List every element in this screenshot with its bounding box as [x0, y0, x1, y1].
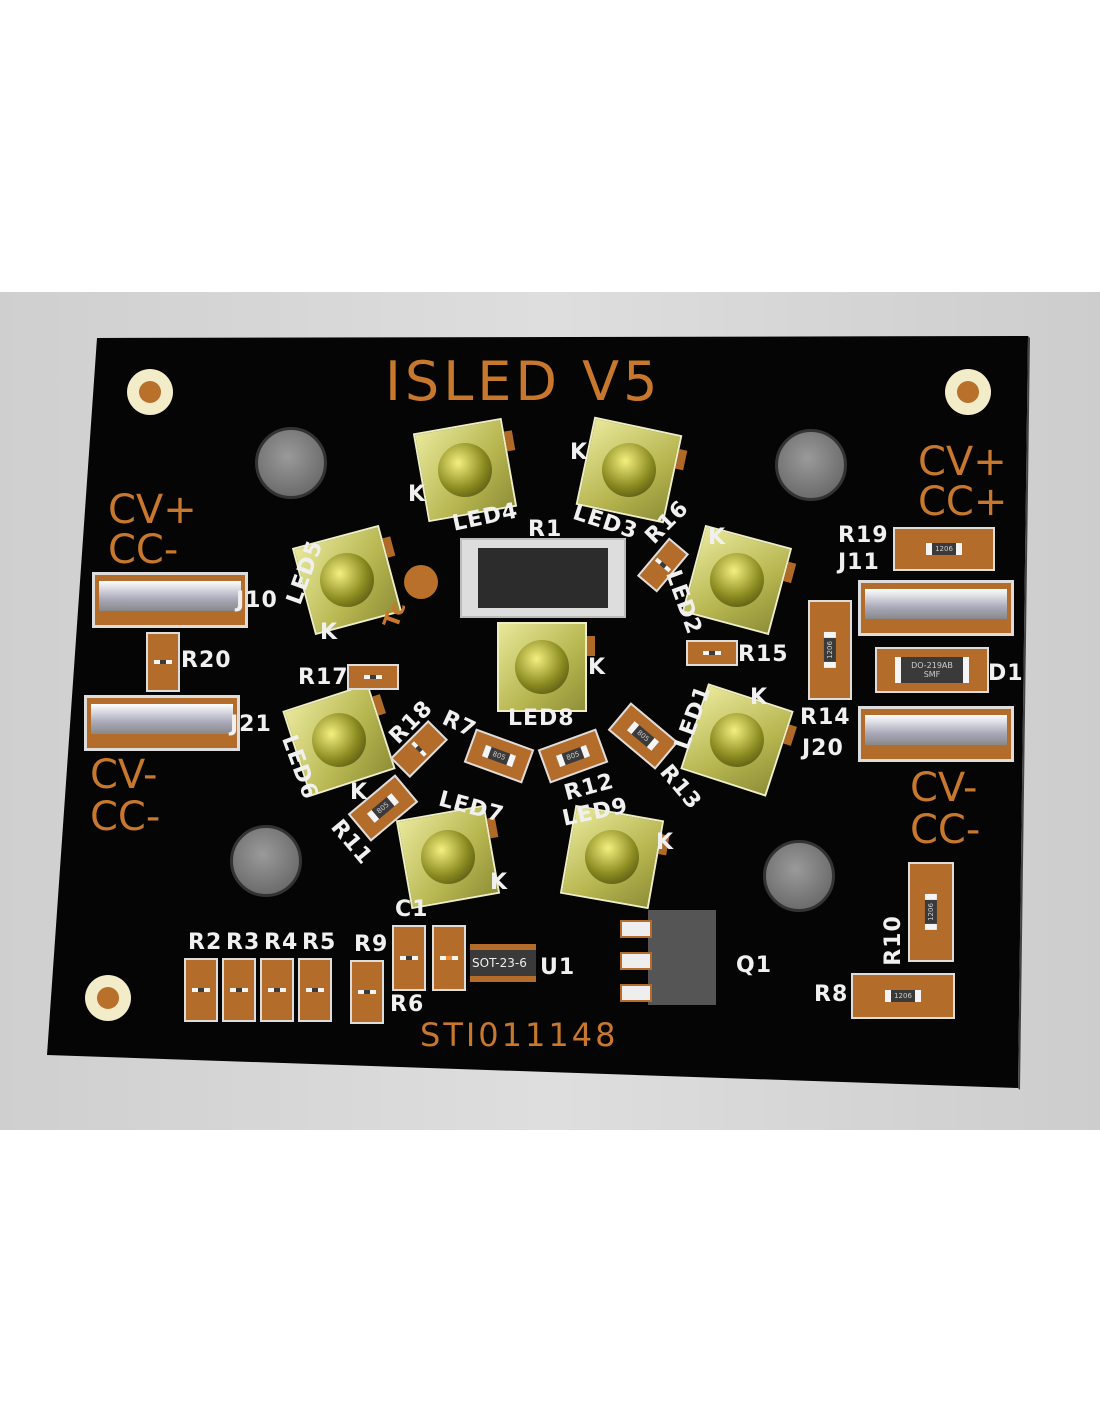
power-label: CC- [108, 527, 179, 573]
resistor-r6 [350, 960, 384, 1024]
power-label: CV+ [108, 487, 197, 533]
label-r2: R2 [188, 930, 223, 955]
cathode-mark: K [350, 780, 369, 805]
resistor-r9 [392, 925, 426, 991]
label-q1: Q1 [736, 953, 773, 978]
label-r14: R14 [800, 705, 851, 730]
power-label: CC+ [918, 479, 1008, 525]
jumper-j10 [92, 572, 248, 628]
cathode-mark: K [408, 482, 427, 507]
label-r20: R20 [181, 648, 232, 673]
power-label: CV+ [918, 439, 1007, 485]
cathode-mark: K [750, 685, 769, 710]
cathode-mark: K [320, 620, 339, 645]
label-r6: R6 [390, 992, 425, 1017]
resistor-r10: 1206 [908, 862, 954, 962]
jumper-j11 [858, 580, 1014, 636]
cathode-mark: K [708, 525, 727, 550]
mounting-pad [945, 369, 991, 415]
mounting-hole [763, 840, 835, 912]
mounting-hole [255, 427, 327, 499]
power-label: CV- [910, 765, 978, 811]
power-label: CC- [90, 794, 161, 840]
cathode-mark: K [588, 655, 607, 680]
resistor-r20 [146, 632, 180, 692]
tc-pad [404, 565, 438, 599]
label-r17: R17 [298, 665, 349, 690]
ic-u1: SOT-23-6 [470, 930, 536, 994]
resistor-r17 [347, 664, 399, 690]
resistor-r3 [222, 958, 256, 1022]
label-led8: LED8 [508, 706, 575, 731]
resistor-r19: 1206 [893, 527, 995, 571]
label-j20: J20 [802, 736, 844, 761]
label-r5: R5 [302, 930, 337, 955]
led8 [497, 622, 595, 712]
cathode-mark: K [490, 870, 509, 895]
mounting-hole [775, 429, 847, 501]
mounting-pad [85, 975, 131, 1021]
label-r3: R3 [226, 930, 261, 955]
power-label: CV- [90, 752, 158, 798]
resistor-r1 [460, 538, 626, 618]
mounting-hole [230, 825, 302, 897]
capacitor-c1 [432, 925, 466, 991]
jumper-j21 [84, 695, 240, 751]
transistor-q1 [620, 910, 730, 1005]
label-u1: U1 [540, 955, 576, 980]
label-d1: D1 [988, 661, 1024, 686]
label-r10: R10 [880, 915, 906, 966]
cathode-mark: K [656, 830, 675, 855]
label-r9: R9 [354, 932, 389, 957]
label-r8: R8 [814, 982, 849, 1007]
label-r15: R15 [738, 642, 789, 667]
resistor-r15 [686, 640, 738, 666]
board-title: ISLED V5 [385, 350, 662, 413]
label-c1: C1 [395, 897, 429, 922]
resistor-r8: 1206 [851, 973, 955, 1019]
label-j11: J11 [838, 550, 880, 575]
label-r19: R19 [838, 523, 889, 548]
cathode-mark: K [570, 440, 589, 465]
resistor-r4 [260, 958, 294, 1022]
resistor-r5 [298, 958, 332, 1022]
resistor-r2 [184, 958, 218, 1022]
resistor-r14: 1206 [808, 600, 852, 700]
label-j10: J10 [236, 588, 278, 613]
board-id: STI011148 [420, 1016, 619, 1054]
mounting-pad [127, 369, 173, 415]
label-j21: J21 [230, 712, 272, 737]
label-r4: R4 [264, 930, 299, 955]
jumper-j20 [858, 706, 1014, 762]
power-label: CC- [910, 807, 981, 853]
label-r1: R1 [528, 517, 563, 542]
